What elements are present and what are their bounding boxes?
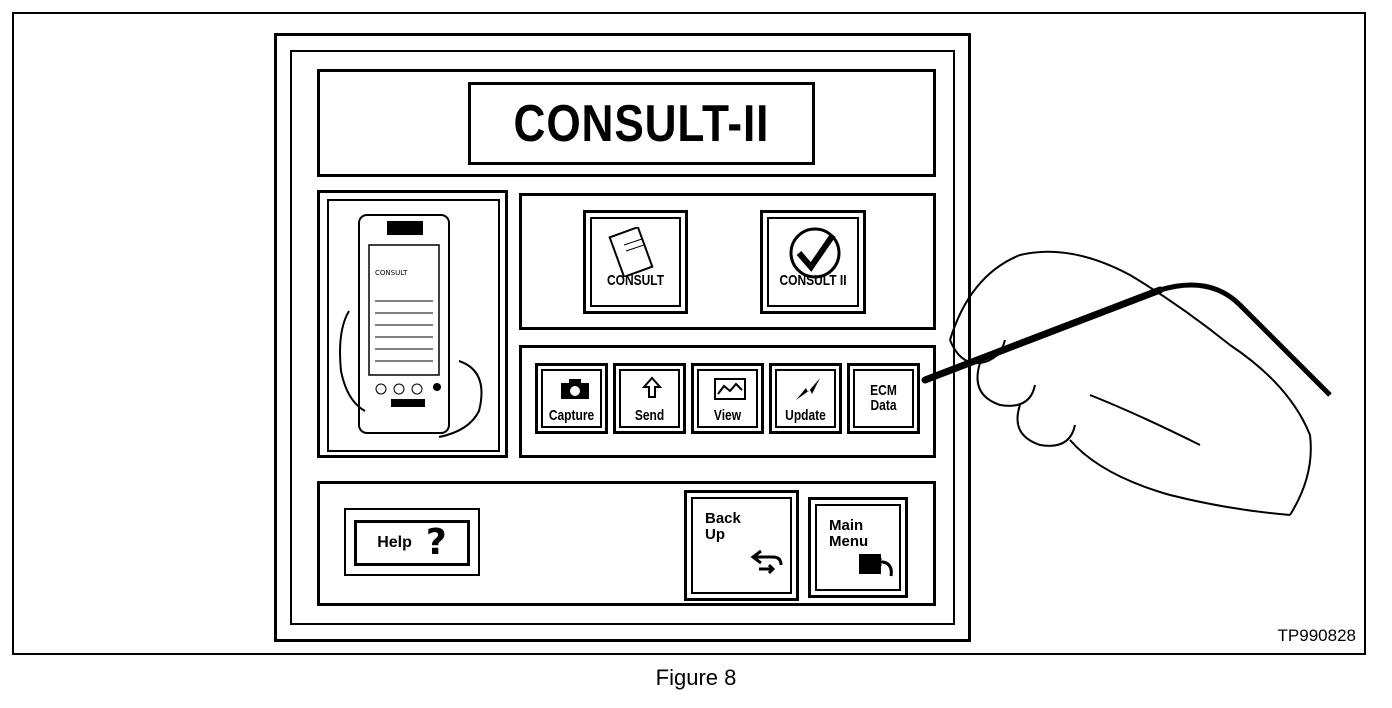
help-button-face: Help ? (354, 520, 470, 566)
back-up-label: Back Up (705, 510, 741, 543)
update-label: Update (785, 407, 826, 424)
device-photo: CONSULT (327, 199, 500, 452)
camera-icon (561, 379, 589, 399)
figure-frame (12, 12, 1366, 655)
svg-text:CONSULT: CONSULT (375, 269, 408, 277)
touchscreen-outer-bezel (274, 33, 971, 642)
view-label: View (713, 407, 742, 424)
send-button[interactable]: Send (613, 363, 686, 434)
up-arrow-icon (642, 376, 662, 398)
back-up-button[interactable]: Back Up (684, 490, 799, 601)
view-button[interactable]: View (691, 363, 764, 434)
ecm-data-label: ECM Data (870, 382, 897, 414)
consult-ii-checkmark-icon (789, 227, 841, 279)
help-label: Help (377, 534, 412, 551)
consult-ii-button[interactable]: CONSULT II (760, 210, 866, 314)
main-menu-return-icon (859, 554, 893, 577)
consult-button[interactable]: CONSULT (583, 210, 688, 314)
capture-button[interactable]: Capture (535, 363, 608, 434)
update-button[interactable]: Update (769, 363, 842, 434)
ecm-data-button[interactable]: ECM Data (847, 363, 920, 434)
consult-device-icon (608, 227, 654, 277)
app-title-box: CONSULT-II (468, 82, 815, 165)
figure-code: TP990828 (1277, 626, 1356, 645)
app-title: CONSULT-II (513, 94, 770, 153)
back-arrow-icon (750, 549, 783, 575)
capture-label: Capture (548, 407, 595, 424)
figure-caption: Figure 8 (655, 665, 737, 690)
title-panel (317, 69, 936, 177)
graph-screen-icon (714, 378, 746, 400)
touchscreen-display (290, 50, 955, 625)
main-menu-label: Main Menu (829, 517, 869, 550)
help-button[interactable]: Help ? (344, 508, 480, 576)
main-menu-button[interactable]: Main Menu (808, 497, 908, 598)
consult-ii-button-label: CONSULT II (779, 272, 847, 289)
hand-stylus-illustration (921, 250, 1332, 516)
send-label: Send (634, 407, 665, 424)
lightning-icon (796, 378, 820, 400)
consult-button-label: CONSULT (606, 272, 665, 289)
handheld-tester-illustration: CONSULT (339, 214, 483, 438)
help-question-icon: ? (425, 522, 447, 563)
system-select-panel (519, 193, 936, 330)
